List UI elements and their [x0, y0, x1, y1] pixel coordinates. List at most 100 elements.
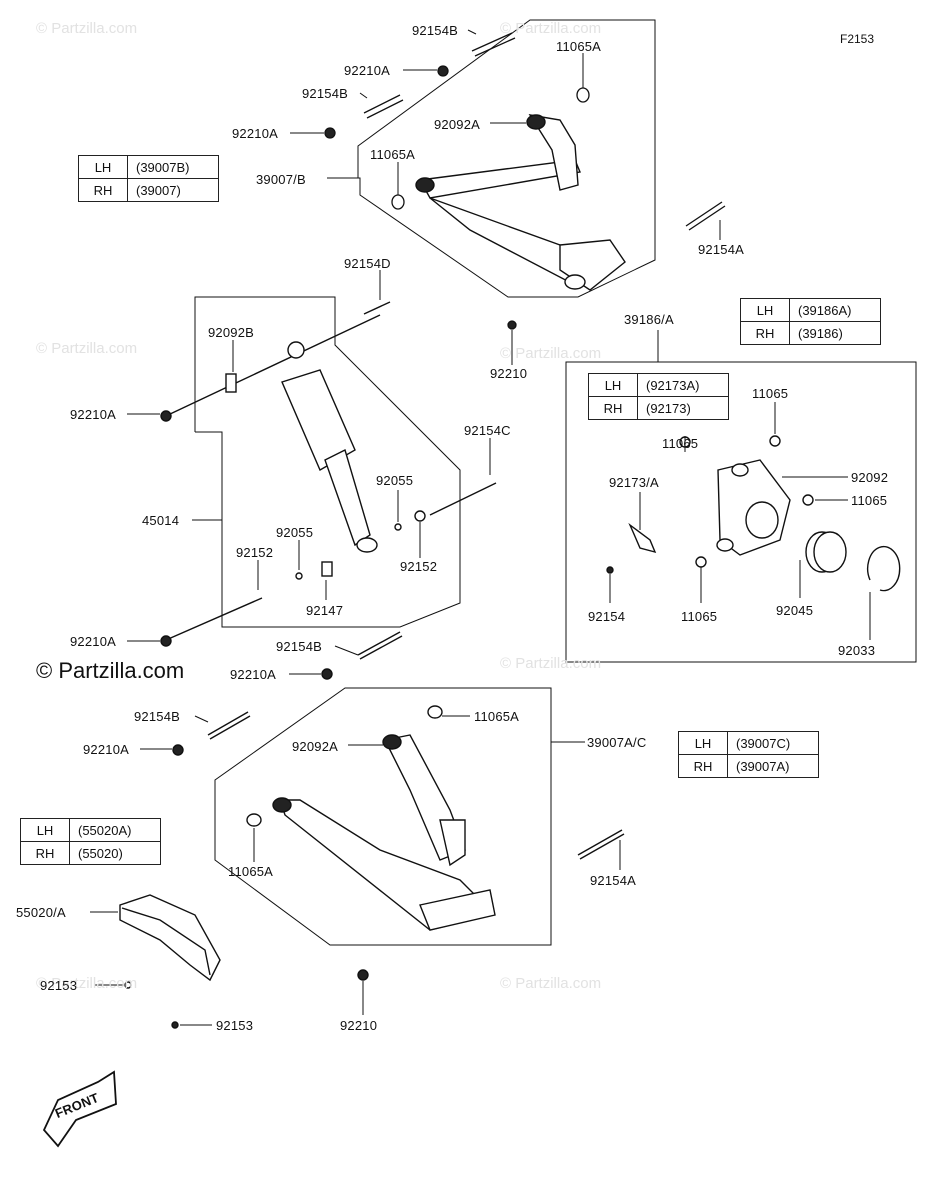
lower-arm-group-outline: [214, 687, 552, 946]
part-label-39007b[interactable]: 39007/B: [256, 172, 306, 187]
variant-table-guard: LH(55020A) RH(55020): [20, 818, 161, 865]
part-label-92092a[interactable]: 92092A: [292, 739, 339, 754]
variant-table-bracket: LH(92173A) RH(92173): [588, 373, 729, 420]
table-row: LH(39186A): [740, 298, 881, 322]
side-cell: RH: [740, 321, 790, 345]
diagram-code: F2153: [840, 32, 875, 46]
part-label-11065[interactable]: 11065: [662, 436, 699, 451]
part-label-92152[interactable]: 92152: [400, 559, 438, 574]
side-cell: RH: [588, 396, 638, 420]
part-label-39007ac[interactable]: 39007A/C: [587, 735, 647, 750]
part-label-92092a[interactable]: 92092A: [434, 117, 481, 132]
part-label-55020a[interactable]: 55020/A: [16, 905, 66, 920]
table-row: LH(55020A): [20, 818, 161, 842]
part-label-92033[interactable]: 92033: [838, 643, 876, 658]
part-label-92154b[interactable]: 92154B: [412, 23, 459, 38]
part-cell[interactable]: (39007C): [727, 731, 819, 755]
part-cell[interactable]: (39007B): [127, 155, 219, 179]
part-label-92154b[interactable]: 92154B: [302, 86, 349, 101]
knuckle-drawing: [606, 435, 901, 592]
leader-lines: [90, 29, 871, 1026]
part-label-92154a[interactable]: 92154A: [590, 873, 637, 888]
part-cell[interactable]: (39007A): [727, 754, 819, 778]
part-label-11065[interactable]: 11065: [752, 386, 789, 401]
watermark-4: © Partzilla.com: [500, 345, 602, 362]
part-label-92210[interactable]: 92210: [490, 366, 528, 381]
lower-a-arm-drawing: [172, 631, 625, 981]
part-label-92153[interactable]: 92153: [40, 978, 78, 993]
table-row: LH(39007B): [78, 155, 219, 179]
part-label-11065a[interactable]: 11065A: [228, 864, 274, 879]
part-label-92210a[interactable]: 92210A: [70, 634, 117, 649]
upper-arm-group-outline: [330, 19, 656, 298]
part-label-92210a[interactable]: 92210A: [230, 667, 277, 682]
part-cell[interactable]: (55020A): [69, 818, 161, 842]
part-cell[interactable]: (39186): [789, 321, 881, 345]
variant-table-upper-arm: LH(39007B) RH(39007): [78, 155, 219, 202]
part-label-92154[interactable]: 92154: [588, 609, 626, 624]
part-label-45014[interactable]: 45014: [142, 513, 180, 528]
side-cell: RH: [20, 841, 70, 865]
guard-drawing: [119, 894, 221, 1029]
part-label-92210a[interactable]: 92210A: [232, 126, 279, 141]
part-label-11065a[interactable]: 11065A: [370, 147, 416, 162]
part-label-92210a[interactable]: 92210A: [70, 407, 117, 422]
side-cell: LH: [678, 731, 728, 755]
part-label-92210[interactable]: 92210: [340, 1018, 378, 1033]
shock-absorber-drawing: [160, 301, 497, 647]
part-label-92055[interactable]: 92055: [276, 525, 314, 540]
upper-a-arm-drawing: [415, 114, 626, 291]
knuckle-group-outline: [565, 361, 917, 663]
side-cell: LH: [740, 298, 790, 322]
part-label-92154b[interactable]: 92154B: [134, 709, 181, 724]
table-row: RH(39007): [78, 178, 219, 202]
table-row: RH(39186): [740, 321, 881, 345]
watermark-3: © Partzilla.com: [36, 340, 138, 357]
part-cell[interactable]: (39186A): [789, 298, 881, 322]
side-cell: RH: [78, 178, 128, 202]
shock-group-outline: [194, 296, 461, 628]
part-label-11065[interactable]: 11065: [851, 493, 888, 508]
table-row: LH(92173A): [588, 373, 729, 397]
table-row: RH(92173): [588, 396, 729, 420]
part-label-92210a[interactable]: 92210A: [344, 63, 391, 78]
part-label-92210a[interactable]: 92210A: [83, 742, 130, 757]
side-cell: RH: [678, 754, 728, 778]
part-cell[interactable]: (39007): [127, 178, 219, 202]
part-label-92154c[interactable]: 92154C: [464, 423, 511, 438]
part-cell[interactable]: (55020): [69, 841, 161, 865]
part-label-92173a[interactable]: 92173/A: [609, 475, 659, 490]
watermark-1: © Partzilla.com: [36, 20, 138, 37]
variant-table-knuckle: LH(39186A) RH(39186): [740, 298, 881, 345]
part-label-92154b[interactable]: 92154B: [276, 639, 323, 654]
watermark-2: © Partzilla.com: [500, 20, 602, 37]
part-label-11065a[interactable]: 11065A: [474, 709, 520, 724]
watermark-7: © Partzilla.com: [500, 975, 602, 992]
part-label-92092b[interactable]: 92092B: [208, 325, 255, 340]
part-label-92154a[interactable]: 92154A: [698, 242, 745, 257]
part-label-11065[interactable]: 11065: [681, 609, 718, 624]
table-row: LH(39007C): [678, 731, 819, 755]
part-label-92092[interactable]: 92092: [851, 470, 889, 485]
part-cell[interactable]: (92173A): [637, 373, 729, 397]
table-row: RH(39007A): [678, 754, 819, 778]
side-cell: LH: [588, 373, 638, 397]
table-row: RH(55020): [20, 841, 161, 865]
front-arrow: [42, 1070, 117, 1148]
part-label-92055[interactable]: 92055: [376, 473, 414, 488]
part-label-92045[interactable]: 92045: [776, 603, 814, 618]
side-cell: LH: [20, 818, 70, 842]
part-label-11065a[interactable]: 11065A: [556, 39, 602, 54]
part-label-92152[interactable]: 92152: [236, 545, 274, 560]
part-label-92154d[interactable]: 92154D: [344, 256, 391, 271]
part-label-39186a[interactable]: 39186/A: [624, 312, 674, 327]
part-cell[interactable]: (92173): [637, 396, 729, 420]
upper-fasteners: [324, 32, 726, 330]
watermark-6: © Partzilla.com: [36, 975, 138, 992]
variant-table-lower-arm: LH(39007C) RH(39007A): [678, 731, 819, 778]
watermark-large: © Partzilla.com: [36, 658, 185, 683]
part-label-92153[interactable]: 92153: [216, 1018, 254, 1033]
part-label-92147[interactable]: 92147: [306, 603, 344, 618]
